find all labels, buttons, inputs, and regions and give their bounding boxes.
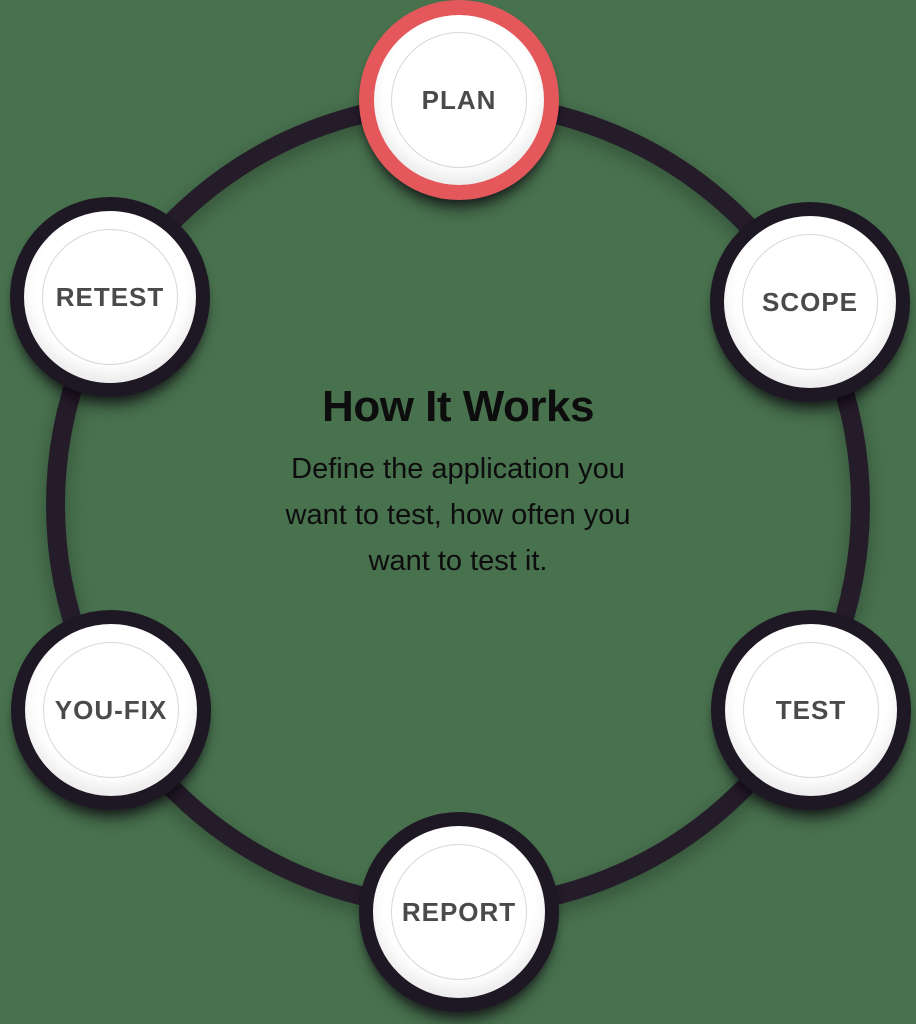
diagram-title: How It Works	[322, 382, 594, 431]
diagram-description: Define the application you want to test,…	[188, 446, 728, 584]
step-node-report[interactable]: REPORT	[359, 812, 559, 1012]
step-label: TEST	[775, 694, 847, 725]
step-label: YOU-FIX	[54, 694, 168, 725]
step-label: REPORT	[401, 896, 517, 927]
step-node-plan[interactable]: PLAN	[359, 0, 559, 200]
step-node-retest[interactable]: RETEST	[10, 197, 210, 397]
step-label: RETEST	[55, 281, 165, 312]
diagram-description-line: want to test, how often you	[285, 499, 631, 531]
step-node-scope[interactable]: SCOPE	[710, 202, 910, 402]
step-label: PLAN	[421, 84, 497, 115]
step-node-test[interactable]: TEST	[711, 610, 911, 810]
step-label: SCOPE	[761, 286, 859, 317]
center-text: How It Works Define the application you …	[188, 382, 728, 584]
diagram-description-line: want to test it.	[368, 545, 548, 577]
diagram-description-line: Define the application you	[291, 453, 625, 485]
step-node-you-fix[interactable]: YOU-FIX	[11, 610, 211, 810]
